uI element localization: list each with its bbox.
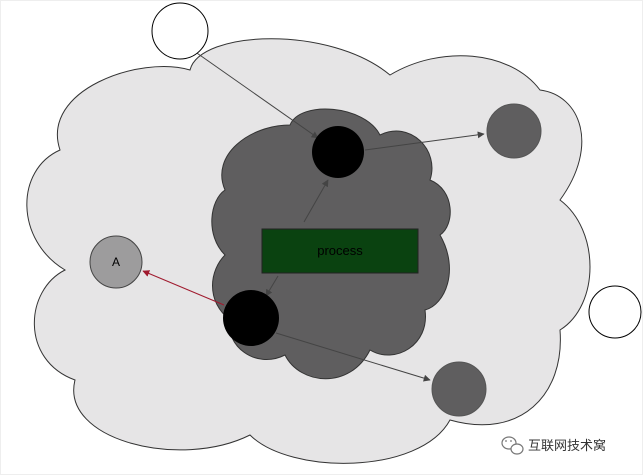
edge-bottom-black-to-node-a (142, 270, 225, 306)
node-a: A (89, 235, 143, 289)
watermark: 互联网技术窝 (501, 436, 606, 455)
edge-top-black-to-right-grey (364, 131, 485, 151)
white-node-right (588, 285, 642, 339)
edge-white-to-top-black (183, 43, 319, 139)
wechat-icon (501, 436, 524, 455)
watermark-text: 互联网技术窝 (528, 438, 606, 454)
edge-process-to-bottom-black (265, 275, 279, 297)
grey-node-right (486, 103, 542, 159)
edge-bottom-black-to-bottom-grey (275, 332, 431, 382)
node-a-label: A (112, 255, 120, 269)
black-node-top (312, 126, 364, 178)
process-label: process (317, 243, 363, 258)
grey-node-bottom (431, 361, 487, 417)
black-node-bottom (223, 290, 279, 346)
white-node-top (151, 2, 209, 60)
process-box: process (261, 228, 419, 274)
edge-process-to-top-black (303, 179, 329, 223)
